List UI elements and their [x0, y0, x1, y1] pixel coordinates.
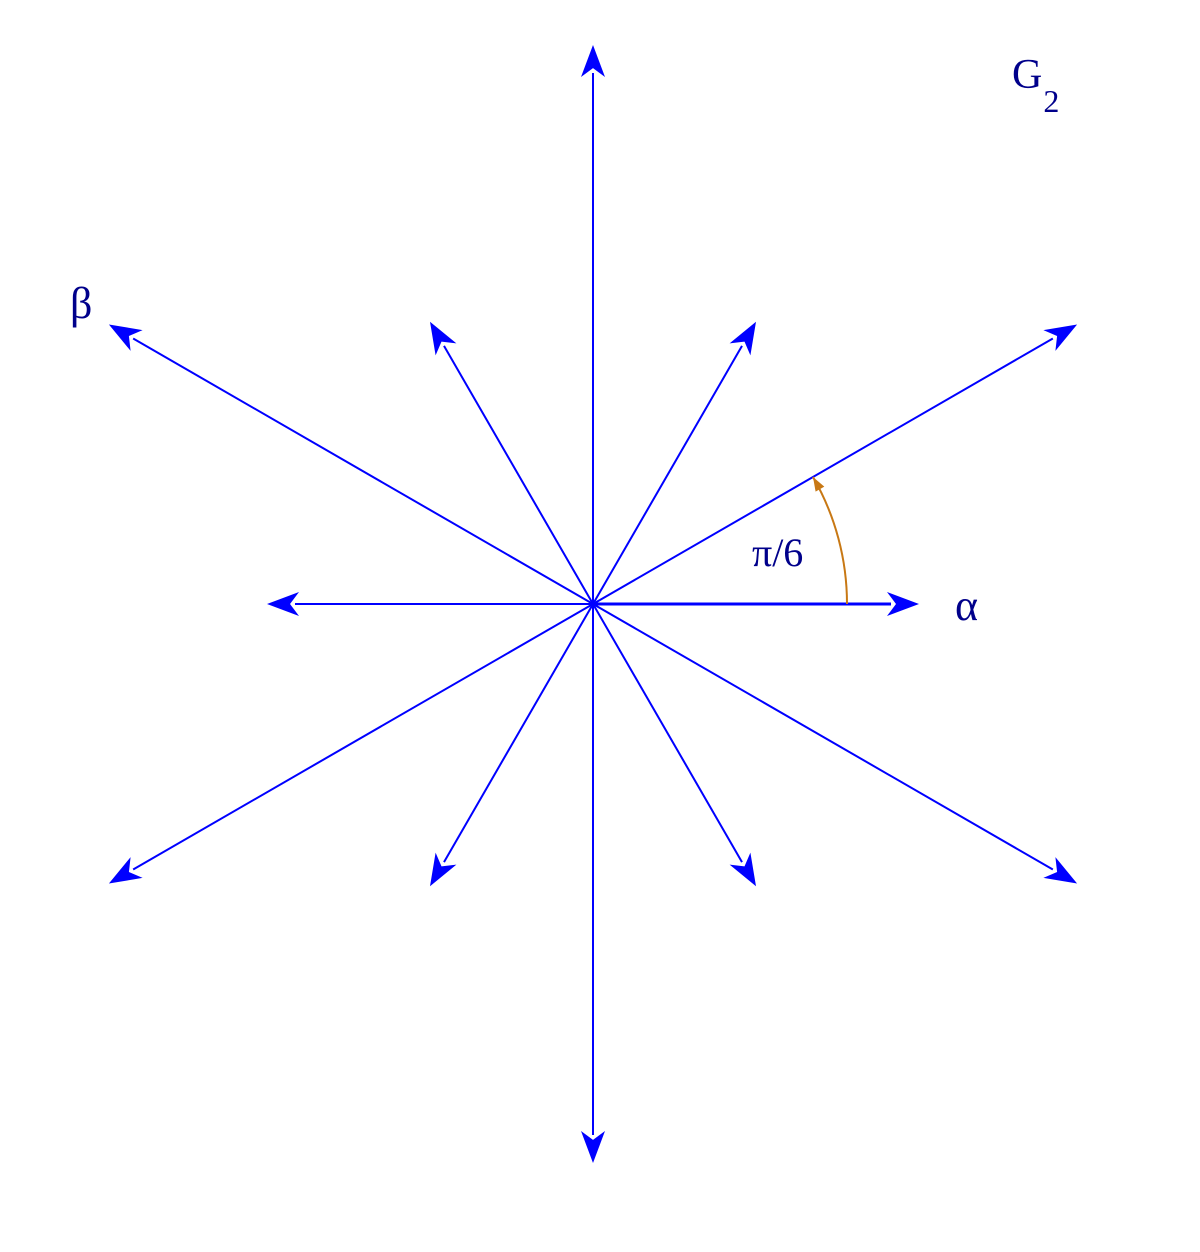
long-root-270deg-arrow [581, 604, 605, 1163]
long-root-210deg-arrow [108, 603, 594, 884]
long-root-150deg-shaft [132, 337, 594, 605]
long-root-150deg-arrowhead [108, 324, 143, 351]
angle-marker [812, 476, 848, 605]
title-label: G2 [1012, 52, 1059, 119]
short-root-120deg-arrowhead [430, 321, 457, 356]
short-root-240deg-shaft [443, 603, 594, 863]
title-main: G [1012, 52, 1042, 98]
short-root-0deg-arrowhead [887, 592, 919, 616]
long-root-30deg-arrowhead [1043, 324, 1078, 351]
long-root-90deg-arrowhead [581, 45, 605, 77]
short-root-240deg-arrow [430, 603, 594, 887]
alpha-label: α [955, 581, 978, 630]
angle-arc-arrowhead [813, 477, 825, 492]
long-root-330deg-shaft [592, 603, 1054, 871]
root-vectors [108, 45, 1078, 1163]
long-root-270deg-arrowhead [581, 1131, 605, 1163]
short-root-60deg-shaft [592, 345, 743, 605]
short-root-240deg-arrowhead [430, 852, 457, 887]
long-root-150deg-arrow [108, 324, 594, 605]
long-root-210deg-shaft [132, 603, 594, 871]
long-root-30deg-arrow [592, 324, 1078, 605]
short-root-180deg-arrow [267, 592, 593, 616]
short-root-300deg-shaft [592, 603, 743, 863]
long-root-330deg-arrowhead [1043, 857, 1078, 884]
beta-label: β [70, 279, 92, 328]
short-root-0deg-arrow [593, 592, 919, 616]
long-root-210deg-arrowhead [108, 857, 143, 884]
short-root-300deg-arrow [592, 603, 756, 887]
short-root-300deg-arrowhead [729, 852, 756, 887]
short-root-60deg-arrowhead [729, 321, 756, 356]
angle-label: π/6 [752, 530, 803, 575]
short-root-120deg-shaft [443, 345, 594, 605]
long-root-330deg-arrow [592, 603, 1078, 884]
long-root-90deg-arrow [581, 45, 605, 604]
short-root-60deg-arrow [592, 321, 756, 605]
short-root-180deg-arrowhead [267, 592, 299, 616]
long-root-30deg-shaft [592, 337, 1054, 605]
title-subscript: 2 [1043, 83, 1059, 119]
short-root-120deg-arrow [430, 321, 594, 605]
angle-arc [812, 476, 848, 605]
